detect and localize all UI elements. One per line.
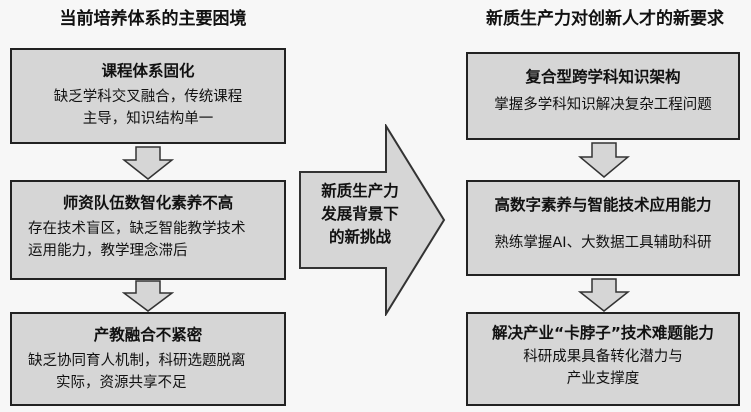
left-box-industry: 产教融合不紧密 缺乏协同育人机制，科研选题脱离 实际，资源共享不足 [10,312,286,406]
center-line: 的新挑战 [328,228,391,246]
body-line: 产业支撑度 [566,371,640,387]
left-column-title: 当前培养体系的主要困境 [59,9,247,29]
box-heading: 解决产业“卡脖子”技术难题能力 [492,324,714,342]
body-line: 运用能力，教学理念滞后 [28,243,188,259]
right-column-title: 新质生产力对创新人才的新要求 [486,9,724,29]
box-heading: 产教融合不紧密 [93,326,203,344]
body-line: 科研成果具备转化潜力与 [523,349,683,365]
center-challenge-text: 新质生产力 发展背景下 的新挑战 [305,180,415,249]
down-arrow-icon [122,146,174,180]
left-box-faculty: 师资队伍数智化素养不高 存在技术盲区，缺乏智能教学技术 运用能力，教学理念滞后 [10,180,286,280]
body-line: 缺乏学科交叉融合，传统课程 [53,89,243,105]
down-arrow-icon [122,280,174,312]
right-box-digital: 高数字素养与智能技术应用能力 熟练掌握AI、大数据工具辅助科研 [466,180,740,276]
body-line: 存在技术盲区，缺乏智能教学技术 [28,221,246,237]
box-heading: 课程体系固化 [101,62,195,80]
center-line: 发展背景下 [321,205,399,223]
body-line: 实际，资源共享不足 [56,375,187,391]
box-body: 科研成果具备转化潜力与 产业支撑度 [468,346,738,390]
box-body: 掌握多学科知识解决复杂工程问题 [468,94,738,116]
body-line: 主导，知识结构单一 [82,111,214,127]
box-heading: 高数字素养与智能技术应用能力 [494,196,712,214]
body-line: 缺乏协同育人机制，科研选题脱离 [28,353,246,369]
left-box-curriculum: 课程体系固化 缺乏学科交叉融合，传统课程 主导，知识结构单一 [10,48,286,144]
box-heading: 复合型跨学科知识架构 [525,68,681,86]
right-box-bottleneck: 解决产业“卡脖子”技术难题能力 科研成果具备转化潜力与 产业支撑度 [466,312,740,406]
body-line: 掌握多学科知识解决复杂工程问题 [494,97,712,113]
box-body: 存在技术盲区，缺乏智能教学技术 运用能力，教学理念滞后 [12,218,284,262]
right-box-knowledge: 复合型跨学科知识架构 掌握多学科知识解决复杂工程问题 [466,52,740,140]
box-heading: 师资队伍数智化素养不高 [62,194,234,212]
big-right-arrow-icon [299,124,446,316]
center-line: 新质生产力 [321,182,399,200]
box-body: 缺乏协同育人机制，科研选题脱离 实际，资源共享不足 [12,350,284,394]
body-line: 熟练掌握AI、大数据工具辅助科研 [494,235,712,251]
box-body: 缺乏学科交叉融合，传统课程 主导，知识结构单一 [12,86,284,130]
down-arrow-icon [578,278,630,312]
box-body: 熟练掌握AI、大数据工具辅助科研 [468,232,738,254]
down-arrow-icon [578,142,630,178]
